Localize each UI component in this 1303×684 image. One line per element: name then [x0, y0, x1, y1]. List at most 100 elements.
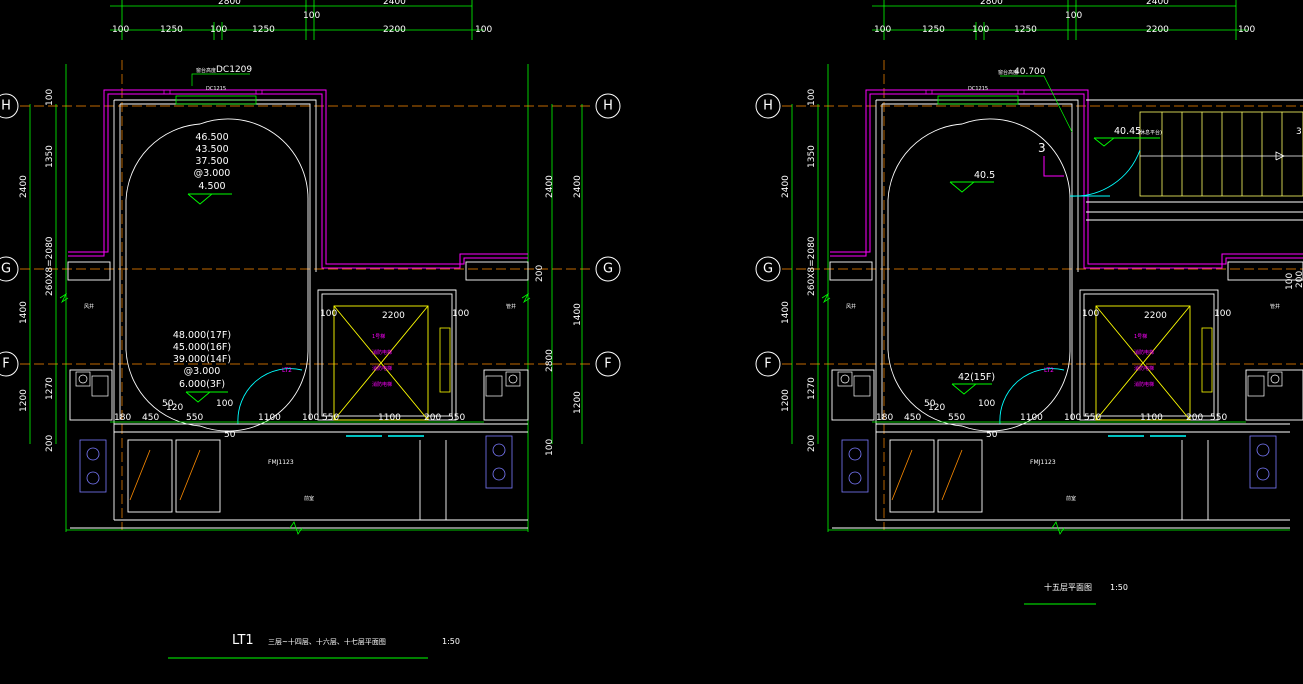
- r-dim-2800: 2800: [980, 0, 1003, 7]
- rs-0: 2400: [545, 175, 555, 198]
- rrs-0: 200: [1295, 271, 1303, 288]
- left-elevator: [333, 305, 451, 437]
- rs-2: 200: [535, 265, 545, 282]
- left-room-wind: 风井: [84, 303, 94, 310]
- rbd-6: 1100: [1020, 413, 1043, 423]
- left-axis-bubbles: H G F H G F: [0, 93, 621, 377]
- left-side-dims-left: 100 1350 2400 260X8=2080 1400 1270 1200 …: [19, 89, 55, 452]
- bd-6: 1100: [258, 413, 281, 423]
- dim-2800: 2800: [218, 0, 241, 7]
- bd-10: 200: [424, 413, 441, 423]
- rls-1: 1350: [807, 145, 817, 168]
- left-elev-dim-1: 100: [320, 309, 337, 319]
- rbd-10: 200: [1186, 413, 1203, 423]
- rbd-9: 1100: [1140, 413, 1163, 423]
- axis-g-mid: G: [603, 262, 613, 277]
- break-marks: [59, 292, 1065, 535]
- right-plan: 2800 100 2400 100 1250 100 1250 2200 100: [755, 0, 1303, 605]
- rs-3: 1400: [573, 303, 583, 326]
- bd-5: 100: [216, 399, 233, 409]
- dim-c: 100: [210, 25, 227, 35]
- right-axis-bubbles: H G F: [755, 93, 781, 377]
- bd-9: 1100: [378, 413, 401, 423]
- left-door-lt: LT2: [282, 367, 292, 374]
- dim-f: 100: [475, 25, 492, 35]
- right-stove-left: [841, 439, 869, 493]
- level-10: 6.000(3F): [179, 379, 225, 390]
- left-level-marker-lower: [185, 391, 228, 403]
- axis-h-mid: H: [603, 99, 613, 114]
- ls-0: 100: [45, 89, 55, 106]
- right-window: [925, 75, 1073, 133]
- r-dim-e: 2200: [1146, 25, 1169, 35]
- right-elev-text-2: 消防电梯: [1134, 349, 1154, 356]
- r-dim-a: 100: [874, 25, 891, 35]
- left-stove-right: [485, 435, 513, 489]
- right-door-arc-top: [1069, 149, 1141, 197]
- left-window-small: DC1215: [206, 86, 226, 92]
- right-outer-walls: [830, 89, 1303, 269]
- right-inner-walls: [829, 99, 1303, 529]
- rls-5: 1270: [807, 377, 817, 400]
- left-sinks: [75, 371, 521, 397]
- left-window-prefix: 窗台高度: [196, 67, 216, 74]
- bd-50: 50: [224, 430, 236, 440]
- rs-6: 100: [545, 439, 555, 456]
- left-level-marker-upper: [187, 193, 232, 205]
- left-room-front: 前室: [304, 495, 314, 502]
- level-8: 39.000(14F): [173, 354, 231, 365]
- r-dim-d: 1250: [1014, 25, 1037, 35]
- axis-h-left: H: [1, 99, 11, 114]
- left-elev-text-3: 消防电梯: [372, 365, 392, 372]
- left-plan: 2800 100 2400 100 1250 100 1250 2200 100: [0, 0, 621, 659]
- rbd-1: 450: [904, 413, 921, 423]
- rbd-2: 50: [924, 399, 936, 409]
- right-room-pipe: 管井: [1270, 303, 1280, 310]
- left-bottom-dims: 180 450 50 120 550 100 1100 100 550 1100…: [114, 399, 465, 440]
- rls-2: 2400: [781, 175, 791, 198]
- right-elev-dim-2: 2200: [1144, 311, 1167, 321]
- ls-2: 2400: [19, 175, 29, 198]
- rs-4: 2800: [545, 349, 555, 372]
- level-3: 37.500: [195, 156, 228, 167]
- rls-6: 1200: [781, 389, 791, 412]
- axis-g-right: G: [763, 262, 773, 277]
- ls-1: 1350: [45, 145, 55, 168]
- level-2: 43.500: [195, 144, 228, 155]
- left-shafts: [129, 449, 201, 501]
- dim-2400: 2400: [383, 0, 406, 7]
- rbd-11: 550: [1210, 413, 1227, 423]
- left-door-arc: [237, 368, 303, 425]
- right-shafts: [891, 449, 963, 501]
- r-dim-c: 100: [972, 25, 989, 35]
- ls-5: 1270: [45, 377, 55, 400]
- dim-100-top: 100: [303, 11, 320, 21]
- bd-2: 50: [162, 399, 174, 409]
- axis-f-right: F: [764, 357, 771, 372]
- right-room-front: 前室: [1066, 495, 1076, 502]
- left-elev-dim-2: 2200: [382, 311, 405, 321]
- level-4: @3.000: [194, 168, 231, 179]
- right-door-lt: LT2: [1044, 367, 1054, 374]
- rbd-7: 100: [1064, 413, 1081, 423]
- dim-e: 2200: [383, 25, 406, 35]
- left-elev-text-2: 消防电梯: [372, 349, 392, 356]
- rbd-50: 50: [986, 430, 998, 440]
- dim-a: 100: [112, 25, 129, 35]
- right-level-marker-top: [949, 181, 994, 193]
- right-room-wind: 风井: [846, 303, 856, 310]
- right-level-marker-stair: [1093, 137, 1160, 147]
- right-sinks: [837, 371, 1283, 397]
- left-top-dimension-lines: [29, 0, 583, 532]
- left-title: LT1: [232, 633, 254, 648]
- right-level-top: 40.5: [974, 170, 995, 181]
- right-elev-dim-1: 100: [1082, 309, 1099, 319]
- left-levels-upper: 46.500 43.500 37.500 @3.000 4.500: [194, 132, 231, 192]
- left-elev-text-4: 消防电梯: [372, 381, 392, 388]
- right-stove-right: [1249, 435, 1277, 489]
- left-window-label: DC1209: [216, 65, 252, 75]
- right-side-dims-left: 100 1350 2400 260X8=2080 1400 1270 1200 …: [781, 89, 817, 452]
- rrs-1: 100: [1285, 273, 1295, 290]
- left-window: [163, 73, 263, 105]
